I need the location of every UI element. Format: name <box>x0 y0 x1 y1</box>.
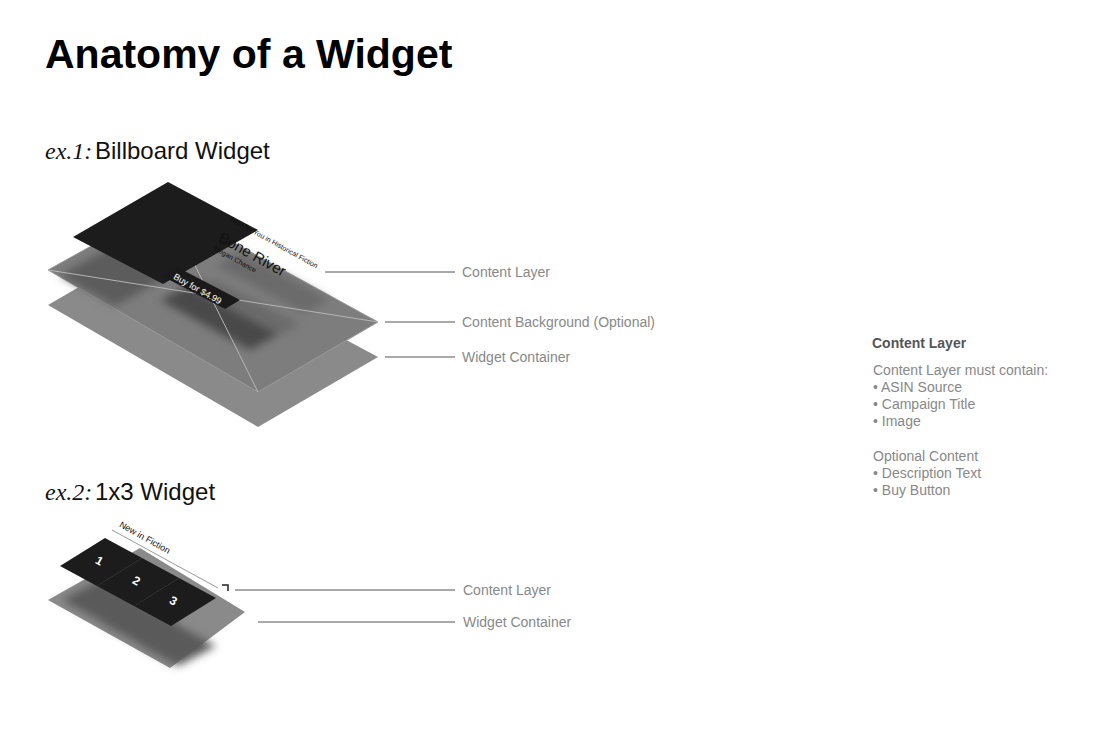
note-text: Content Layer must contain: <box>873 362 1048 378</box>
example-title: Billboard Widget <box>95 137 270 165</box>
page-title: Anatomy of a Widget <box>45 31 452 78</box>
example-number: ex.2: <box>45 479 92 507</box>
note-item: • ASIN Source <box>873 379 962 395</box>
note-item: • Buy Button <box>873 482 950 498</box>
content-tile <box>134 578 216 626</box>
layer-label: Content Layer <box>462 264 550 280</box>
layer-label: Widget Container <box>462 349 570 365</box>
layer-label: Content Layer <box>463 582 551 598</box>
example-title: 1x3 Widget <box>95 478 215 506</box>
note-item: • Image <box>873 413 921 429</box>
note-heading: Content Layer <box>872 335 966 351</box>
buy-button <box>162 267 240 309</box>
example-number: ex.1: <box>45 138 92 166</box>
layer-label: Widget Container <box>463 614 571 630</box>
note-text: Optional Content <box>873 448 978 464</box>
note-item: • Campaign Title <box>873 396 975 412</box>
layer-label: Content Background (Optional) <box>462 314 655 330</box>
note-item: • Description Text <box>873 465 981 481</box>
